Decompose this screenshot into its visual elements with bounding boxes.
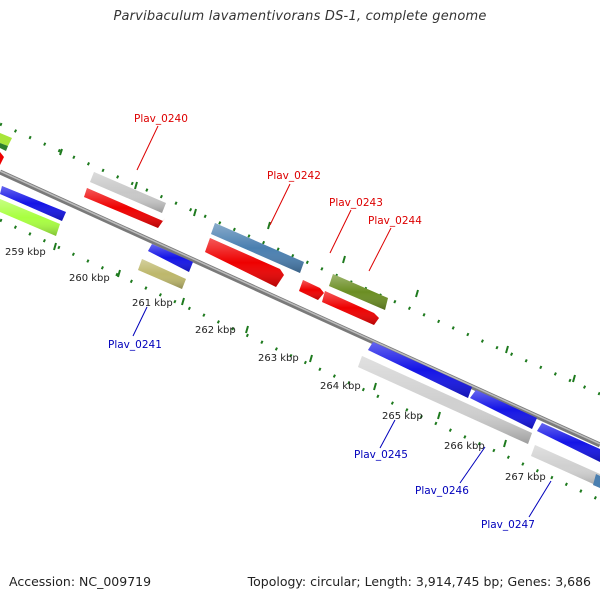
- kbp-label: 260 kbp: [69, 273, 110, 284]
- ruler-ticks-outer: [0, 122, 600, 396]
- forward-strand-features: [0, 133, 388, 310]
- major-tick: [415, 289, 419, 298]
- genome-backbone-highlight: [0, 170, 600, 445]
- accession-text: Accession: NC_009719: [9, 574, 152, 589]
- gene-feature[interactable]: [329, 274, 388, 310]
- leader-line: [132, 306, 148, 337]
- leader-line: [379, 419, 396, 449]
- leader-line: [459, 446, 486, 484]
- kbp-label: 264 kbp: [320, 381, 361, 392]
- gene-feature[interactable]: [0, 152, 4, 165]
- genome-backbone: [0, 169, 600, 448]
- major-tick: [572, 374, 576, 383]
- gene-feature[interactable]: [368, 342, 472, 398]
- topology-text: Topology: circular; Length: 3,914,745 bp…: [247, 574, 591, 589]
- gene-labels: Plav_0240 Plav_0242 Plav_0243 Plav_0244 …: [108, 113, 535, 531]
- gene-label-plav-0246[interactable]: Plav_0246: [415, 485, 469, 497]
- gene-label-plav-0247[interactable]: Plav_0247: [481, 519, 535, 531]
- gene-feature[interactable]: [205, 238, 284, 287]
- gene-feature[interactable]: [531, 445, 600, 487]
- major-tick: [193, 208, 197, 217]
- kbp-label: 263 kbp: [258, 353, 299, 364]
- gene-label-plav-0243[interactable]: Plav_0243: [329, 197, 383, 209]
- gene-label-plav-0241[interactable]: Plav_0241: [108, 339, 162, 351]
- kbp-label: 265 kbp: [382, 411, 423, 422]
- gene-label-plav-0240[interactable]: Plav_0240: [134, 113, 188, 125]
- major-tick: [309, 354, 313, 363]
- major-tick: [505, 345, 509, 354]
- major-tick: [245, 325, 249, 334]
- label-leader-lines: [132, 125, 552, 518]
- gene-feature[interactable]: [322, 291, 379, 325]
- leader-line: [368, 227, 392, 272]
- kbp-label: 262 kbp: [195, 325, 236, 336]
- kbp-labels: 259 kbp 260 kbp 261 kbp 262 kbp 263 kbp …: [5, 247, 546, 483]
- gene-feature[interactable]: [0, 199, 60, 236]
- major-tick: [342, 255, 346, 264]
- major-tick: [134, 181, 138, 190]
- gene-feature[interactable]: [148, 244, 193, 272]
- gene-feature[interactable]: [211, 223, 304, 273]
- major-tick: [437, 411, 441, 420]
- kbp-label: 261 kbp: [132, 298, 173, 309]
- gene-feature[interactable]: [358, 356, 532, 444]
- genome-title: Parvibaculum lavamentivorans DS-1, compl…: [113, 9, 487, 24]
- major-tick: [267, 221, 271, 230]
- major-tick: [59, 148, 63, 156]
- ruler-ticks-inner: [0, 218, 600, 502]
- reverse-strand-features: [0, 199, 600, 488]
- kbp-label: 266 kbp: [444, 441, 485, 452]
- gene-feature[interactable]: [470, 390, 537, 429]
- minor-tick-row: [0, 122, 600, 396]
- leader-line: [269, 183, 291, 226]
- major-tick-row: [53, 242, 507, 448]
- gene-feature[interactable]: [90, 172, 166, 213]
- gene-feature[interactable]: [593, 474, 600, 488]
- major-tick: [181, 297, 185, 306]
- leader-line: [528, 480, 552, 518]
- leader-line: [136, 125, 159, 171]
- gene-label-plav-0244[interactable]: Plav_0244: [368, 215, 422, 227]
- gene-feature[interactable]: [0, 133, 12, 151]
- major-tick: [53, 242, 57, 251]
- major-tick: [503, 439, 507, 448]
- gene-feature[interactable]: [537, 423, 600, 462]
- kbp-label: 267 kbp: [505, 472, 546, 483]
- kbp-label: 259 kbp: [5, 247, 46, 258]
- major-tick: [373, 382, 377, 391]
- leader-line: [329, 209, 352, 254]
- gene-label-plav-0242[interactable]: Plav_0242: [267, 170, 321, 182]
- major-tick-row: [59, 148, 576, 383]
- main-strand-features: [0, 152, 600, 462]
- gene-feature[interactable]: [84, 188, 165, 228]
- gene-feature[interactable]: [0, 186, 66, 221]
- gene-feature[interactable]: [299, 280, 324, 300]
- gene-label-plav-0245[interactable]: Plav_0245: [354, 449, 408, 461]
- gene-feature[interactable]: [138, 259, 186, 289]
- major-tick: [117, 269, 121, 278]
